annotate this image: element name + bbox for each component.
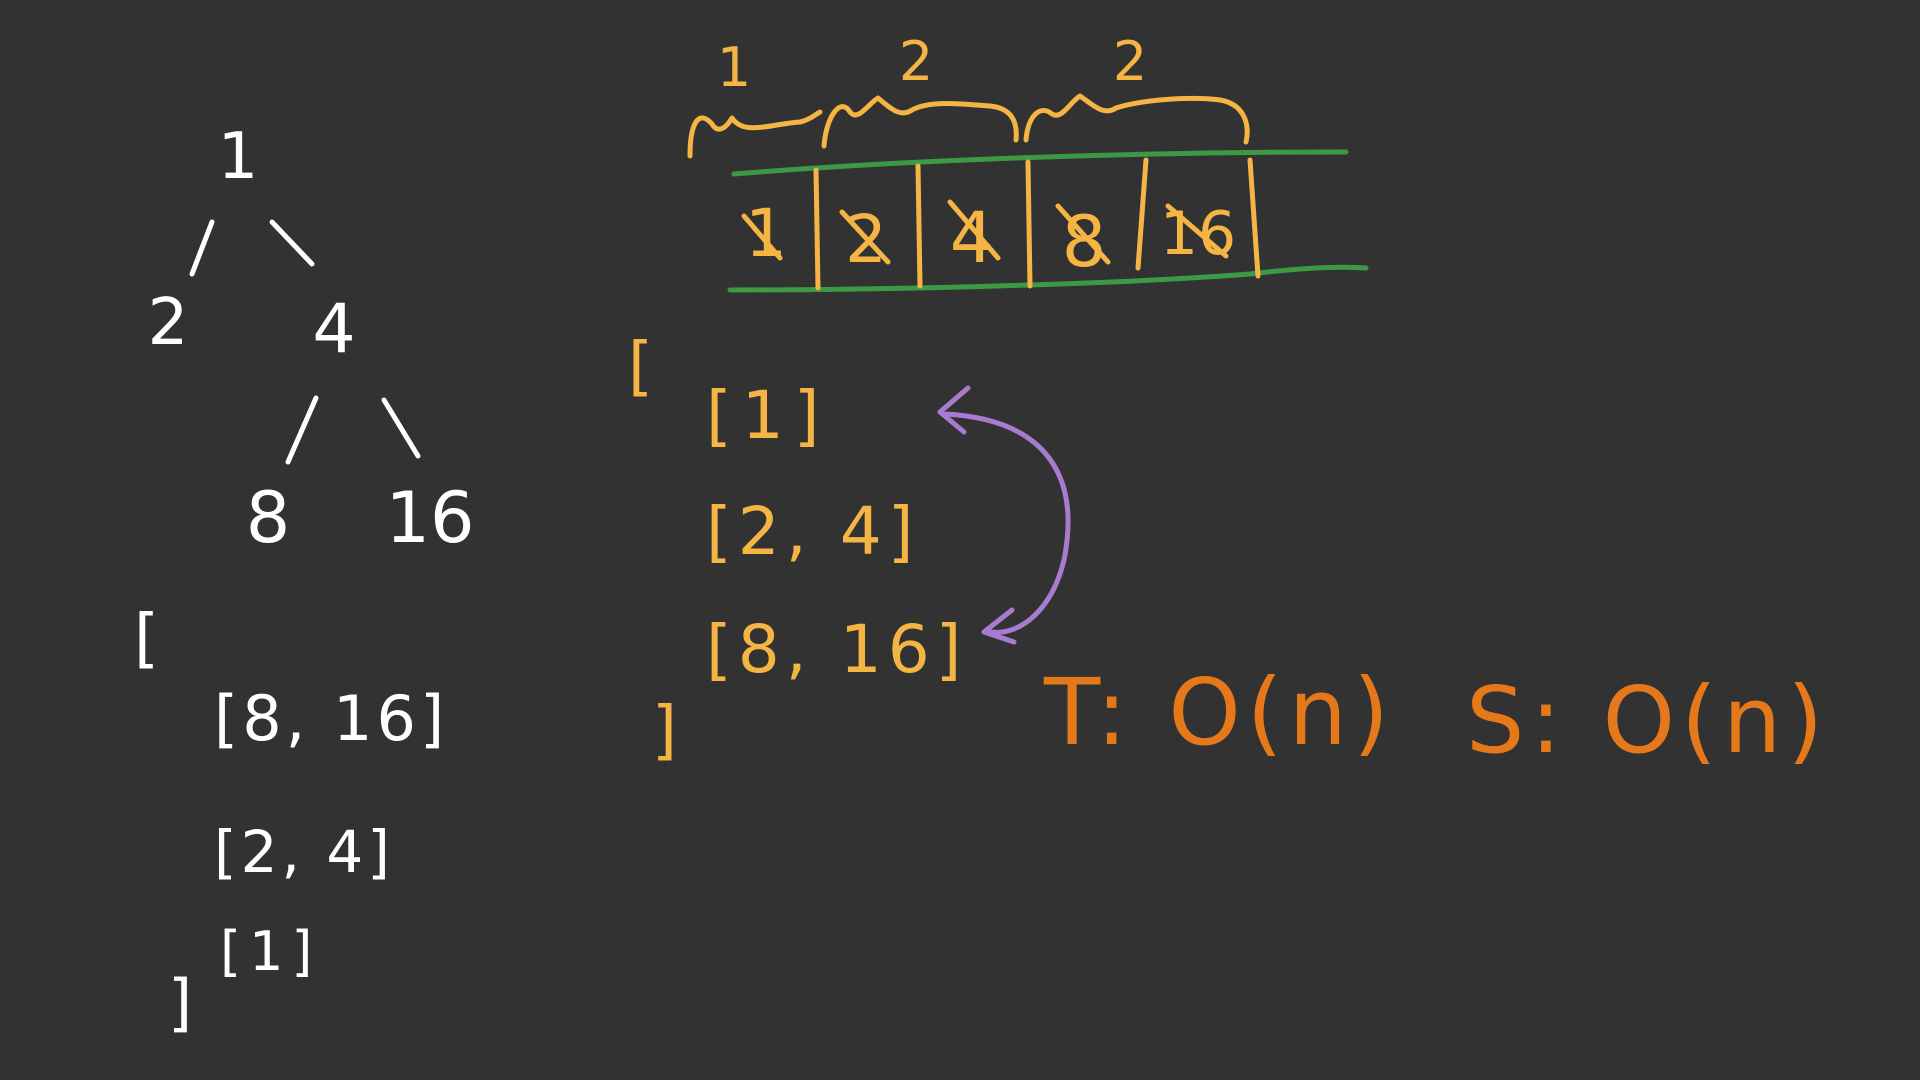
- queue-cell-divider: [1025, 159, 1033, 289]
- tree-node-right-left: 8: [246, 477, 291, 559]
- queue-rail-top: [731, 149, 1349, 177]
- list-close-bracket: ]: [168, 966, 192, 1039]
- queue-cell-divider: [1247, 157, 1261, 279]
- dequeued-strike: [741, 213, 783, 261]
- list-open-bracket: [: [628, 330, 653, 404]
- tree-edge: [269, 219, 315, 267]
- queue-cell-value: 1: [745, 195, 787, 272]
- list-row: [2, 4]: [706, 493, 919, 570]
- dequeued-strike: [839, 209, 891, 265]
- reverse-arrow-head-bottom: [981, 607, 1017, 645]
- list-row: [2, 4]: [214, 818, 394, 886]
- level-brace: [821, 95, 1019, 149]
- queue-cell-divider: [1135, 157, 1149, 271]
- brace-label: 2: [899, 30, 933, 93]
- tree-edge: [285, 395, 319, 465]
- list-row: [8, 16]: [214, 682, 448, 755]
- time-complexity: T: O(n): [1043, 659, 1395, 766]
- reverse-arrow: [937, 385, 1071, 645]
- tree-node-right-right: 16: [385, 477, 474, 559]
- dequeued-strike: [1055, 203, 1111, 265]
- queue-cell-divider: [915, 163, 923, 289]
- brace-label: 2: [1113, 30, 1147, 93]
- reverse-arrow-curve: [943, 411, 1071, 635]
- tree-edge: [189, 219, 215, 277]
- tree-edge: [381, 397, 421, 459]
- dequeued-strike: [947, 199, 1001, 261]
- tree-node-root: 1: [218, 120, 259, 194]
- list-row: [1]: [220, 920, 321, 983]
- level-brace: [687, 109, 823, 159]
- list-row: [1]: [706, 377, 830, 454]
- list-open-bracket: [: [134, 602, 159, 676]
- dequeued-strike: [1165, 203, 1229, 259]
- queue-level-braces: 1 2 2: [687, 30, 1250, 159]
- queue-cell-value: 8: [1062, 201, 1107, 283]
- reversed-level-list: [ [8, 16] [2, 4] [1] ]: [134, 602, 448, 1039]
- level-brace: [1023, 93, 1250, 145]
- queue-cell-divider: [813, 167, 821, 291]
- list-row: [8, 16]: [706, 611, 967, 688]
- level-order-list: [ [1] [2, 4] [8, 16] ]: [628, 330, 967, 768]
- queue-array: 1 2 4 8 16: [727, 149, 1369, 293]
- space-complexity: S: O(n): [1466, 667, 1829, 774]
- tree-node-right: 4: [312, 290, 355, 369]
- complexity-notes: T: O(n) S: O(n): [1043, 659, 1829, 774]
- list-close-bracket: ]: [652, 694, 677, 768]
- reverse-arrow-head-top: [937, 385, 971, 435]
- tree-node-left: 2: [148, 286, 189, 360]
- binary-tree: 1 2 4 8 16: [148, 120, 475, 559]
- queue-rail-bottom: [727, 264, 1369, 293]
- brace-label: 1: [717, 36, 751, 99]
